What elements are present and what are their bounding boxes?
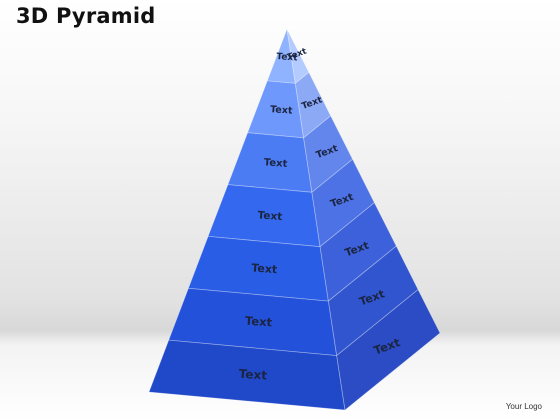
pyramid-tier-1-side-face [286, 28, 310, 85]
tier-7-front-label: Text [238, 367, 267, 383]
tier-1-front-label: Text [276, 52, 298, 64]
pyramid-tier-7-side-face [336, 288, 441, 411]
tier-2-front-label: Text [270, 104, 294, 117]
page-title: 3D Pyramid [16, 4, 156, 28]
tier-3-front-label: Text [263, 157, 287, 170]
tier-4-front-label: Text [257, 209, 282, 223]
logo-text: Your Logo [505, 402, 542, 411]
tier-5-front-label: Text [251, 261, 278, 276]
tier-6-front-label: Text [245, 314, 273, 330]
